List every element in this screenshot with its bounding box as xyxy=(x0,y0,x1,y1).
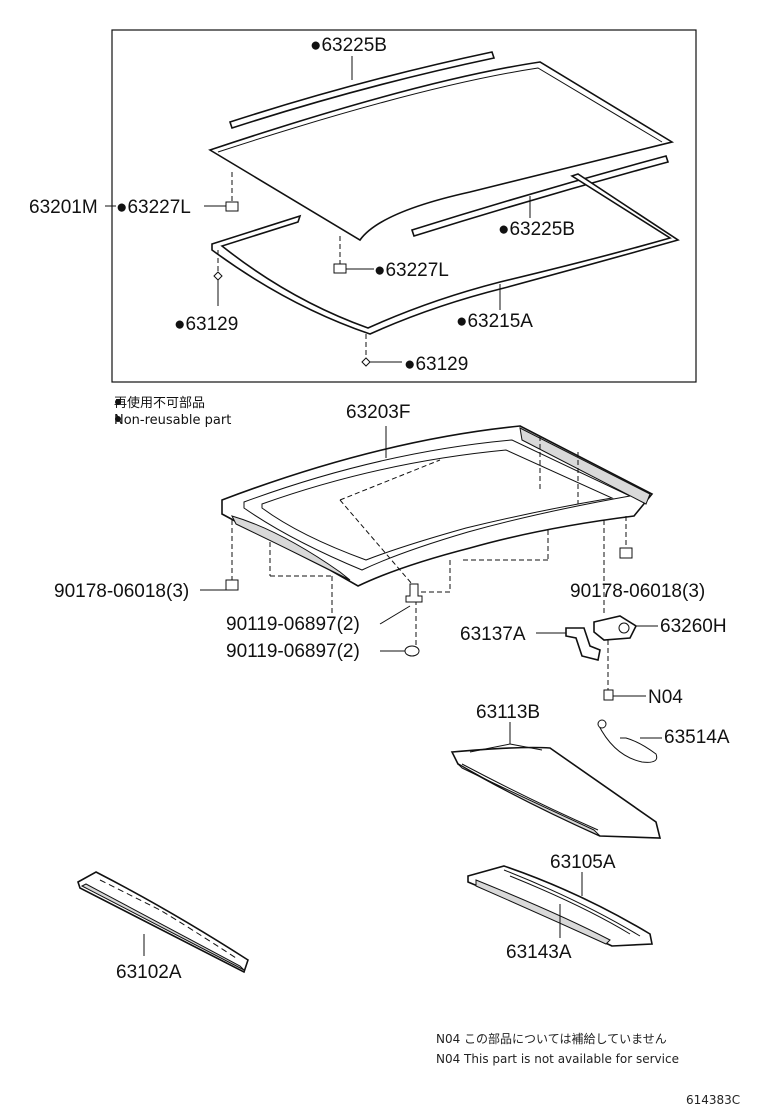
rail-assembly-drawing xyxy=(467,865,653,947)
housing-leaders xyxy=(231,426,627,690)
nut-right-icon xyxy=(619,547,633,559)
label-63137A: 63137A xyxy=(460,624,526,645)
bolt-b-icon xyxy=(404,645,420,657)
label-63225B-right: ●63225B xyxy=(498,219,575,240)
legend-bullet-2 xyxy=(115,416,121,422)
bracket-drawing xyxy=(565,627,601,661)
sunshade-drawing xyxy=(450,722,662,839)
label-63225B-top: ●63225B xyxy=(310,35,387,56)
label-63227L-mid: ●63227L xyxy=(374,260,449,281)
label-63129-bottom: ●63129 xyxy=(404,354,468,375)
n04-screw-icon xyxy=(603,689,614,701)
leader-90119-a xyxy=(379,605,411,625)
label-N04: N04 xyxy=(648,687,683,708)
screw-bottom-icon xyxy=(361,357,371,367)
label-63129-left: ●63129 xyxy=(174,314,238,335)
label-90119-b: 90119-06897(2) xyxy=(226,641,360,662)
sunroof-housing-drawing xyxy=(221,425,654,587)
label-63260H: 63260H xyxy=(660,616,727,637)
front-panel-drawing xyxy=(77,871,249,974)
legend-jp: 再使用不可部品 xyxy=(114,395,205,411)
label-63102A: 63102A xyxy=(116,962,182,983)
clip-mid-icon xyxy=(333,263,347,274)
label-90178-right: 90178-06018(3) xyxy=(570,581,705,602)
label-63105A: 63105A xyxy=(550,852,616,873)
label-63227L-left: ●63227L xyxy=(116,197,191,218)
label-90178-left: 90178-06018(3) xyxy=(54,581,189,602)
note-en: N04 This part is not available for servi… xyxy=(436,1052,679,1066)
clip-left-icon xyxy=(225,201,239,212)
motor-drawing xyxy=(593,615,638,641)
weatherstrip-top-drawing xyxy=(228,51,496,130)
label-63203F: 63203F xyxy=(346,402,410,423)
glass-panel-drawing xyxy=(208,61,675,242)
bolt-a-icon xyxy=(405,583,423,603)
label-63514A: 63514A xyxy=(664,727,730,748)
note-jp: N04 この部品については補給していません xyxy=(436,1031,667,1046)
legend-bullet-1 xyxy=(115,399,121,405)
weatherstrip-right-drawing xyxy=(410,155,670,237)
label-63215A: ●63215A xyxy=(456,311,533,332)
cable-drawing xyxy=(597,719,658,763)
inset-leaders xyxy=(105,56,531,363)
label-63201M: 63201M xyxy=(29,197,98,218)
figure-id: 614383C xyxy=(686,1093,740,1107)
legend-en: Non-reusable part xyxy=(114,413,231,428)
label-90119-a: 90119-06897(2) xyxy=(226,614,360,635)
screw-left-icon xyxy=(213,271,223,281)
label-63113B: 63113B xyxy=(476,702,540,723)
label-63143A: 63143A xyxy=(506,942,572,963)
nut-left-icon xyxy=(225,579,239,591)
glass-seal-frame-drawing xyxy=(211,173,680,335)
